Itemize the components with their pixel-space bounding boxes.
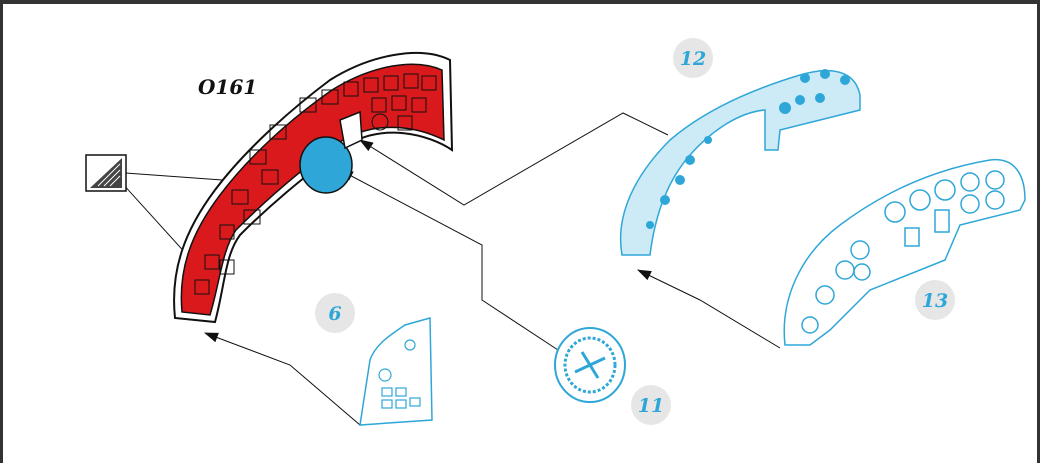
badge-part-12: 12 xyxy=(673,38,713,78)
leader-line-11 xyxy=(339,169,559,351)
leader-line-12 xyxy=(359,112,669,206)
part-12-clear-panel xyxy=(619,69,861,256)
leader-lines xyxy=(111,112,781,426)
frame-border-right xyxy=(1037,0,1040,463)
blue-dial-insert xyxy=(299,136,353,194)
leader-line-6 xyxy=(204,332,361,426)
frame-border-top xyxy=(0,0,1040,4)
part-6-small-panel xyxy=(359,317,433,426)
frame-border-left xyxy=(0,0,3,463)
photo-etch-fret-icon xyxy=(85,154,127,192)
part-11-dial xyxy=(554,327,626,403)
badge-part-6: 6 xyxy=(315,293,355,333)
leader-line-13 xyxy=(637,269,781,349)
badge-label-12: 12 xyxy=(680,48,706,70)
badge-label-11: 11 xyxy=(638,395,664,417)
badge-label-13: 13 xyxy=(922,290,948,312)
red-instrument-panel xyxy=(173,51,454,324)
badge-label-6: 6 xyxy=(328,303,341,325)
badge-part-13: 13 xyxy=(915,280,955,320)
part-code-label: O161 xyxy=(198,75,257,99)
badge-part-11: 11 xyxy=(631,385,671,425)
part-13-dial-panel xyxy=(783,159,1026,346)
